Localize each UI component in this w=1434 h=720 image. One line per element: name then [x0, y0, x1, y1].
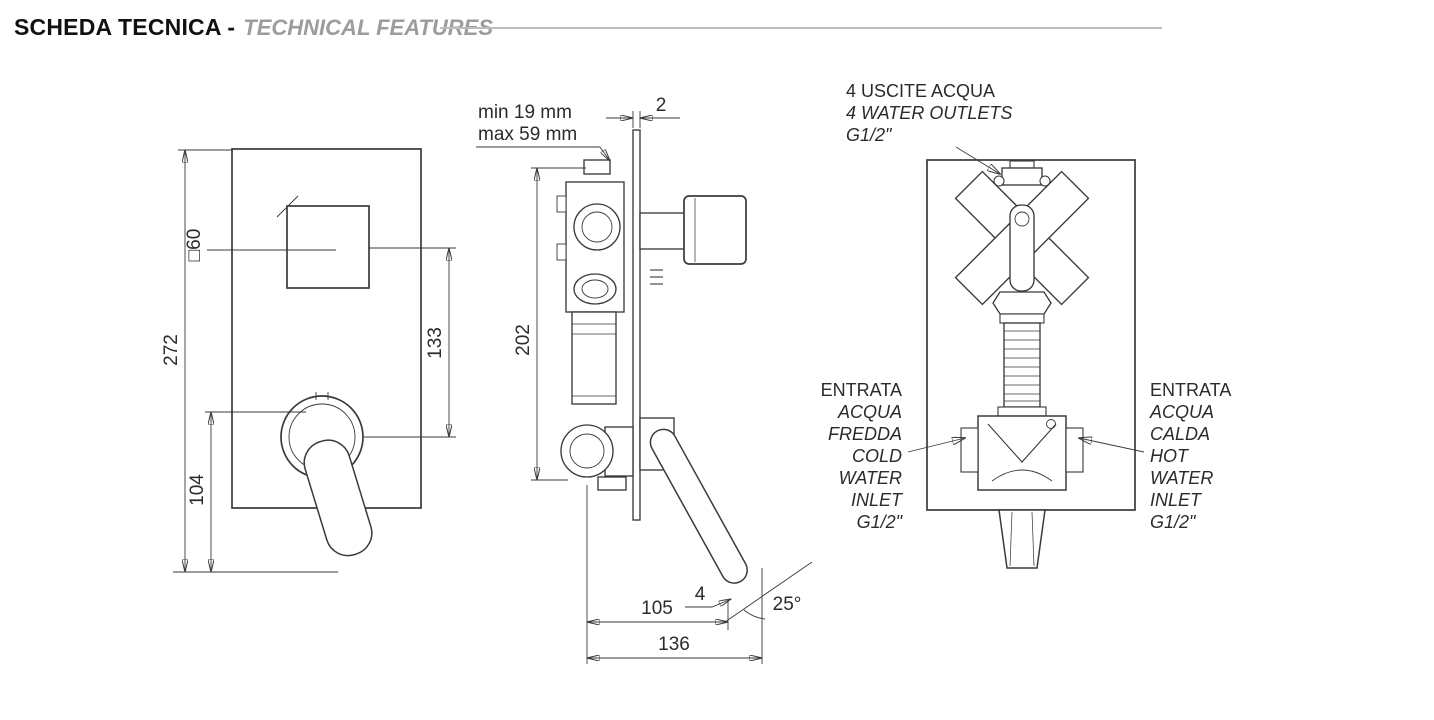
back-view-geometry — [926, 159, 1136, 569]
hot-inlet-line-5: INLET — [1150, 490, 1203, 510]
back-view: 4 USCITE ACQUA 4 WATER OUTLETS G1/2" ENT… — [821, 81, 1232, 569]
hot-inlet-line-2: CALDA — [1150, 424, 1210, 444]
dim-lever-angle-label: 25° — [773, 594, 802, 615]
side-view-dimensions: min 19 mm max 59 mm 2 202 105 136 — [476, 95, 813, 664]
dim-handle-reach-label: 105 — [641, 598, 673, 619]
cold-inlet-tab — [960, 427, 979, 473]
cold-inlet-line-4: WATER — [839, 468, 902, 488]
knob-stem — [639, 212, 687, 250]
hot-inlet-leader-arrow — [1079, 438, 1145, 453]
front-view-geometry — [231, 148, 422, 557]
lower-valve-circle — [560, 424, 614, 478]
back-view-annotations: 4 USCITE ACQUA 4 WATER OUTLETS G1/2" ENT… — [821, 81, 1232, 532]
outlets-leader-arrow — [955, 146, 1000, 174]
dim-plate-thickness-label: 2 — [656, 95, 667, 116]
square-corner-tick — [276, 195, 299, 218]
cold-inlet-line-3: COLD — [852, 446, 902, 466]
dim-square-to-handle-label: 133 — [425, 327, 446, 359]
front-control-square — [286, 205, 370, 289]
dim-depth-max-label: max 59 mm — [478, 124, 577, 145]
dim-handle-offset-label: 104 — [187, 474, 208, 506]
handle-lever — [303, 439, 373, 557]
page-title: SCHEDA TECNICA - — [14, 14, 235, 40]
outlets-label-line2: 4 WATER OUTLETS — [846, 103, 1012, 123]
outlets-label-line1: 4 USCITE ACQUA — [846, 81, 995, 101]
header-text: SCHEDA TECNICA -TECHNICAL FEATURES — [14, 14, 493, 40]
dim-lever-tip-label: 4 — [695, 584, 706, 605]
cartridge — [1009, 204, 1035, 292]
hot-inlet-tab — [1065, 427, 1084, 473]
angle-arc — [743, 609, 766, 620]
side-view: min 19 mm max 59 mm 2 202 105 136 — [476, 95, 813, 664]
hot-inlet-line-0: ENTRATA — [1150, 380, 1231, 400]
hot-inlet-line-6: G1/2" — [1150, 512, 1197, 532]
cold-inlet-line-6: G1/2" — [857, 512, 904, 532]
mid-body — [571, 311, 617, 405]
top-outlet-fitting — [1001, 167, 1043, 186]
threaded-column — [1003, 322, 1041, 408]
angle-reference-line — [724, 561, 813, 623]
hot-inlet-line-4: WATER — [1150, 468, 1213, 488]
header: SCHEDA TECNICA -TECHNICAL FEATURES — [14, 14, 1162, 40]
cold-inlet-line-2: FREDDA — [828, 424, 902, 444]
front-view-dimensions: 272 104 133 □60 — [161, 150, 456, 572]
hot-inlet-line-3: HOT — [1150, 446, 1190, 466]
hot-inlet-line-1: ACQUA — [1149, 402, 1214, 422]
dim-depth-min-label: min 19 mm — [478, 102, 572, 123]
outlets-label-line3: G1/2" — [846, 125, 893, 145]
control-knob-side — [683, 195, 747, 265]
cold-inlet-line-5: INLET — [851, 490, 904, 510]
side-handle-lever — [649, 428, 748, 584]
cold-inlet-line-0: ENTRATA — [821, 380, 902, 400]
side-view-geometry — [556, 129, 748, 584]
dim-body-height-label: 202 — [513, 324, 534, 356]
front-view: 272 104 133 □60 — [161, 148, 456, 572]
cold-inlet-line-1: ACQUA — [837, 402, 902, 422]
dim-plate-height-label: 272 — [161, 334, 182, 366]
dim-square-size-label: □60 — [184, 229, 205, 262]
hex-nut — [992, 291, 1052, 315]
dim-total-reach-label: 136 — [658, 634, 690, 655]
lower-spout — [998, 509, 1046, 569]
cold-inlet-leader-arrow — [907, 438, 965, 453]
side-plate-edge — [632, 129, 641, 521]
top-stub — [583, 159, 611, 175]
